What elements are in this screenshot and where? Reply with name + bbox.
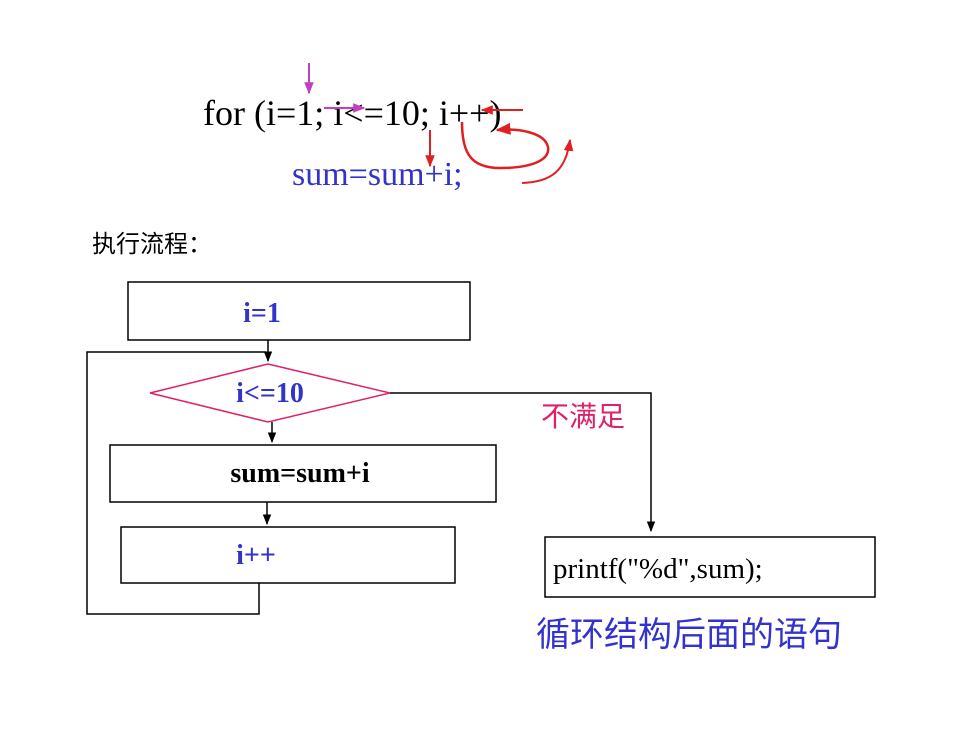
false-branch-line [390,392,656,533]
false-branch-label: 不满足 [541,400,625,433]
exit-statement-box [544,536,876,598]
body-box [109,444,497,503]
condition-diamond [149,363,391,423]
condition-label: i<=10 [236,378,304,409]
after-body-curve [521,138,574,184]
increment-box-label: i++ [236,540,276,571]
init-box-label: i=1 [243,298,281,329]
section-label: 执行流程： [92,230,212,258]
body-to-increment-curve [460,121,550,170]
code-line-body: sum=sum+i; [292,156,463,193]
exit-caption: 循环结构后面的语句 [536,615,842,655]
exit-statement-label: printf("%d",sum); [553,553,763,585]
increment-box [120,526,456,584]
loop-back-line [86,351,266,615]
body-box-label: sum=sum+i [230,458,369,489]
code-line-for: for (i=1; i<=10; i++) [203,93,501,133]
init-box [127,281,471,341]
execution-order-arrows [304,63,574,184]
